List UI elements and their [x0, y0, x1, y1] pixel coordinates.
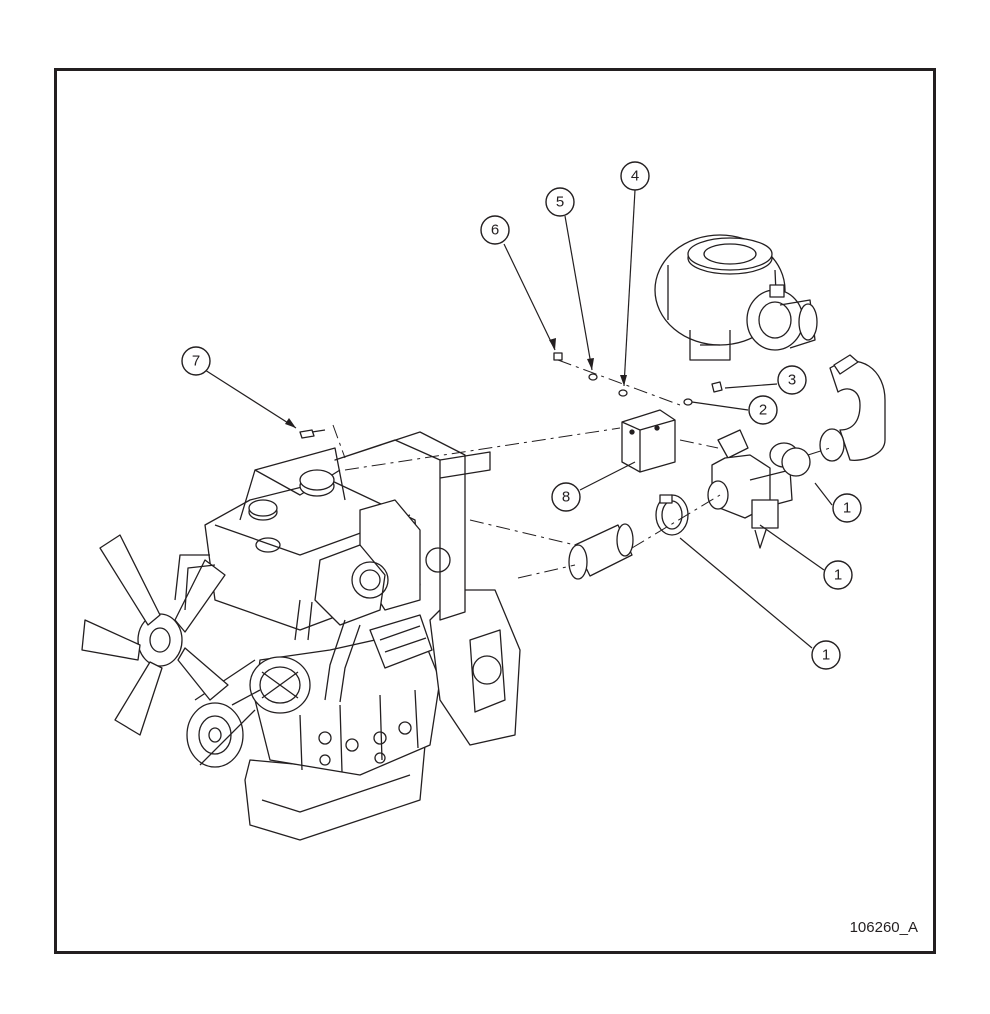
engine-assembly — [81, 431, 521, 841]
air-pump — [654, 234, 818, 361]
callout-4-label: 4 — [631, 168, 639, 185]
callout-1-label: 1 — [822, 647, 830, 664]
callout-6-label: 6 — [491, 222, 499, 239]
figure-frame — [54, 68, 936, 954]
hardware — [299, 352, 723, 439]
control-valve — [707, 429, 811, 549]
figure-id-label: 106260_A — [849, 919, 918, 936]
callout-3-label: 3 — [788, 372, 796, 389]
callout-7-label: 7 — [192, 353, 200, 370]
callout-2-label: 2 — [759, 402, 767, 419]
callout-1-label: 1 — [834, 567, 842, 584]
callout-1-label: 1 — [843, 500, 851, 517]
callout-8-label: 8 — [562, 489, 570, 506]
leader-lines — [204, 189, 833, 649]
coolant-hose — [819, 354, 886, 462]
callout-circles — [181, 161, 862, 670]
mounting-bracket — [621, 409, 676, 473]
lower-hose — [568, 494, 689, 580]
leader-arrowheads — [285, 338, 627, 428]
callout-5-label: 5 — [556, 194, 564, 211]
assembly-centerlines — [332, 359, 831, 579]
